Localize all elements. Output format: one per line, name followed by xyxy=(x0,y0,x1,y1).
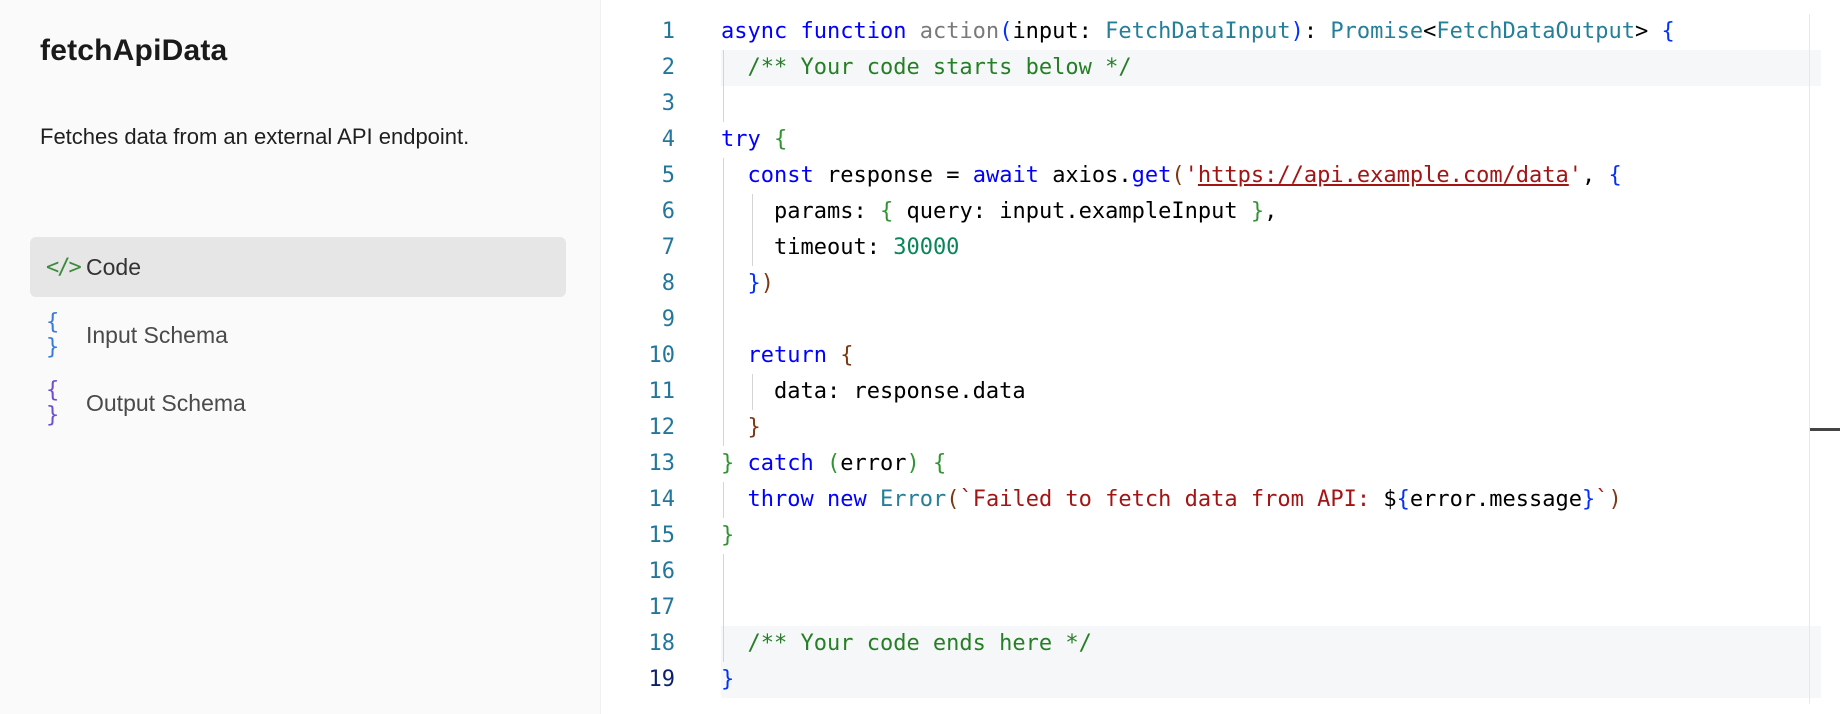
page-description: Fetches data from an external API endpoi… xyxy=(40,124,470,149)
page-title: fetchApiData xyxy=(40,34,228,67)
code-line: const response = await axios.get('https:… xyxy=(721,158,1821,194)
code-line: async function action(input: FetchDataIn… xyxy=(721,19,1675,44)
code-line: }) xyxy=(721,266,1821,302)
code-line: timeout: 30000 xyxy=(721,230,1821,266)
code-line: return { xyxy=(721,338,1821,374)
line-number-gutter: 1 2 3 4 5 6 7 8 9 10 11 12 13 14 15 16 1… xyxy=(600,14,676,698)
line-number: 17 xyxy=(648,595,676,620)
code-line: throw new Error(`Failed to fetch data fr… xyxy=(721,482,1821,518)
code-line-current: } xyxy=(721,662,1821,698)
line-number: 2 xyxy=(661,55,675,80)
editor-divider xyxy=(600,0,601,714)
line-number: 13 xyxy=(648,451,676,476)
line-number: 11 xyxy=(648,379,676,404)
code-icon: </> xyxy=(46,254,82,280)
line-number: 6 xyxy=(661,199,675,224)
line-number: 12 xyxy=(648,415,676,440)
code-line xyxy=(721,302,1821,338)
sidebar-item-output-schema[interactable]: { } Output Schema xyxy=(30,373,566,433)
line-number: 18 xyxy=(648,631,676,656)
sidebar-item-code[interactable]: </> Code xyxy=(30,237,566,297)
editor-scrollbar[interactable] xyxy=(1809,14,1840,704)
scrollbar-cursor-marker xyxy=(1810,428,1840,431)
line-number: 5 xyxy=(661,163,675,188)
line-number: 15 xyxy=(648,523,676,548)
sidebar-item-label: Input Schema xyxy=(86,321,228,348)
line-number: 8 xyxy=(661,271,675,296)
line-number: 3 xyxy=(661,91,675,116)
sidebar-nav: </> Code { } Input Schema { } Output Sch… xyxy=(30,237,566,441)
code-content[interactable]: async function action(input: FetchDataIn… xyxy=(721,14,1821,698)
sidebar-item-input-schema[interactable]: { } Input Schema xyxy=(30,305,566,365)
code-line xyxy=(721,554,1821,590)
code-editor[interactable]: 1 2 3 4 5 6 7 8 9 10 11 12 13 14 15 16 1… xyxy=(600,0,1840,714)
line-number: 9 xyxy=(661,307,675,332)
line-number-current: 19 xyxy=(648,667,676,692)
braces-icon: { } xyxy=(46,378,62,428)
line-number: 4 xyxy=(661,127,675,152)
line-number: 10 xyxy=(648,343,676,368)
line-number: 7 xyxy=(661,235,675,260)
code-line: params: { query: input.exampleInput }, xyxy=(721,194,1821,230)
code-line: /** Your code ends here */ xyxy=(721,626,1821,662)
code-line: } xyxy=(721,523,735,548)
line-number: 14 xyxy=(648,487,676,512)
code-line xyxy=(721,86,1821,122)
sidebar: fetchApiData Fetches data from an extern… xyxy=(0,0,600,714)
sidebar-item-label: Code xyxy=(86,253,141,280)
code-line: } catch (error) { xyxy=(721,451,947,476)
url-link[interactable]: https://api.example.com/data xyxy=(1197,163,1569,188)
line-number: 1 xyxy=(661,19,675,44)
code-line: data: response.data xyxy=(721,374,1821,410)
code-line: try { xyxy=(721,127,788,152)
code-line: } xyxy=(721,410,1821,446)
braces-icon: { } xyxy=(46,310,62,360)
code-line xyxy=(721,590,1821,626)
line-number: 16 xyxy=(648,559,676,584)
code-line: /** Your code starts below */ xyxy=(721,50,1821,86)
sidebar-item-label: Output Schema xyxy=(86,389,246,416)
